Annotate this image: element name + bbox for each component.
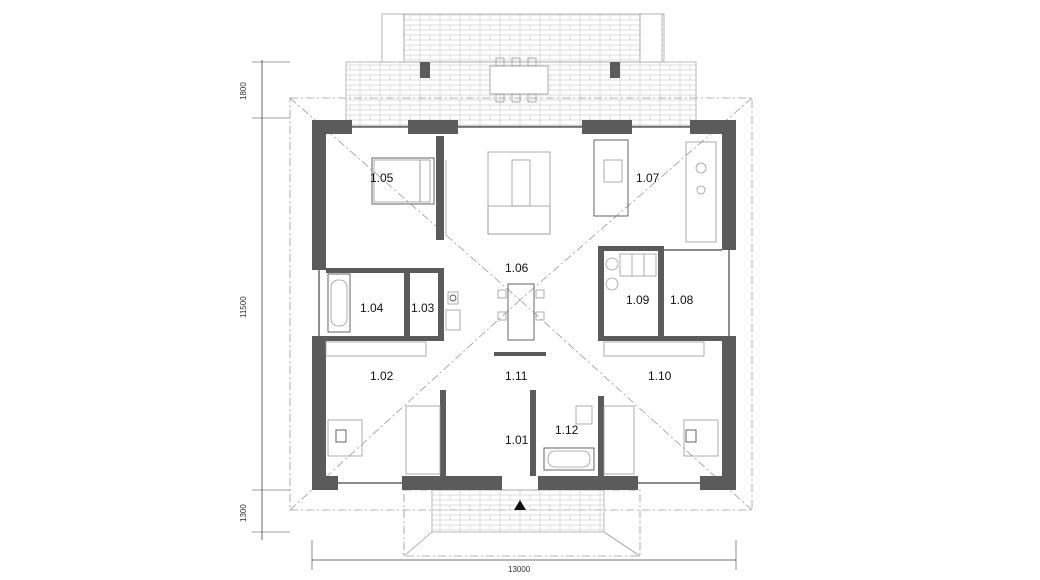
dimension-porch-depth: 1300 (239, 504, 248, 522)
room-label-1-10: 1.10 (648, 369, 672, 383)
room-label-1-06: 1.06 (505, 261, 529, 275)
room-label-1-04: 1.04 (360, 301, 384, 315)
room-label-1-08: 1.08 (670, 293, 694, 307)
room-label-1-03: 1.03 (411, 301, 435, 315)
room-labels: 1.05 1.07 1.06 1.04 1.03 1.09 1.08 1.02 … (360, 171, 694, 447)
dimension-house-width: 13000 (508, 565, 531, 574)
room-label-1-02: 1.02 (370, 369, 394, 383)
interior-walls (326, 136, 722, 476)
furniture (325, 139, 719, 475)
dimension-house-depth: 11500 (239, 296, 248, 318)
room-label-1-01: 1.01 (505, 433, 529, 447)
room-label-1-12: 1.12 (555, 423, 579, 437)
terrace (345, 13, 697, 127)
room-label-1-05: 1.05 (370, 171, 394, 185)
room-label-1-09: 1.09 (626, 293, 650, 307)
exterior-walls (312, 120, 736, 490)
entrance-arrow (514, 500, 526, 510)
room-label-1-11: 1.11 (505, 369, 528, 383)
dimension-terrace-depth: 1800 (239, 82, 248, 100)
dimension-lines: 1800 11500 1300 13000 (239, 60, 737, 574)
room-label-1-07: 1.07 (636, 171, 660, 185)
porch (403, 489, 641, 557)
